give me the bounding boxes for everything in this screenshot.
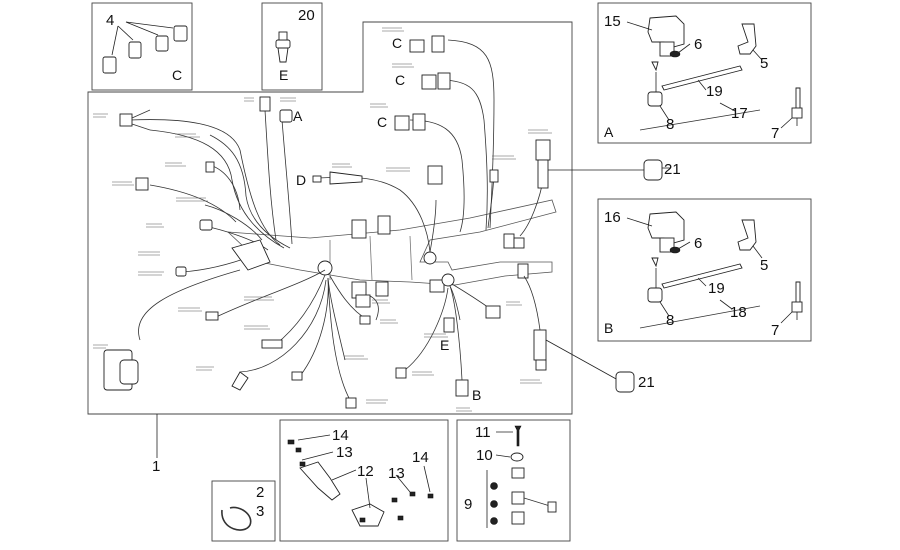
callout-14-b: 14 <box>412 449 429 466</box>
letter-d: D <box>296 172 306 188</box>
box-part-20 <box>261 2 323 91</box>
callout-7-a: 7 <box>771 125 779 142</box>
callout-13-b: 13 <box>388 465 405 482</box>
letter-a-box: A <box>604 124 614 140</box>
box-ignition-coil-a <box>597 2 812 144</box>
callout-6-b: 6 <box>694 235 702 252</box>
callout-21-a: 21 <box>664 161 681 178</box>
callout-9: 9 <box>464 496 472 513</box>
part-21-lower <box>545 339 635 393</box>
box-part-4 <box>91 2 193 91</box>
letter-e-main: E <box>440 337 449 353</box>
callout-19-b: 19 <box>708 280 725 297</box>
part-20 <box>275 31 291 63</box>
callout-17: 17 <box>731 105 748 122</box>
frame-outline <box>226 199 557 299</box>
letter-b-main: B <box>472 387 481 403</box>
letter-a-main: A <box>293 108 303 124</box>
ignition-coil-a-parts <box>639 15 803 131</box>
letter-b-box: B <box>604 320 613 336</box>
letter-c-3: C <box>377 114 387 130</box>
box-ignition-coil-b <box>597 198 812 342</box>
wire-bundle <box>129 39 545 401</box>
callout-10: 10 <box>476 447 493 464</box>
callout-18: 18 <box>730 304 747 321</box>
mount-bracket-parts <box>287 439 434 527</box>
callout-12: 12 <box>357 463 374 480</box>
callout-13-a: 13 <box>336 444 353 461</box>
box-mount-bracket <box>279 419 449 542</box>
callout-16: 16 <box>604 209 621 226</box>
letter-e-top: E <box>279 67 288 83</box>
callout-14-a: 14 <box>332 427 349 444</box>
callout-2: 2 <box>256 484 264 501</box>
harness-components <box>103 35 551 409</box>
callout-8-b: 8 <box>666 312 674 329</box>
connector-4-group <box>102 21 188 74</box>
sensor-parts <box>486 425 557 528</box>
callout-15: 15 <box>604 13 621 30</box>
tiny-caption-marks <box>93 27 552 412</box>
callout-1: 1 <box>152 458 160 475</box>
callout-4: 4 <box>106 12 114 29</box>
ignition-coil-b-parts <box>639 211 803 329</box>
clip-part <box>221 506 252 531</box>
box-sensor <box>456 419 571 542</box>
callout-8-a: 8 <box>666 116 674 133</box>
letter-c-top: C <box>172 67 182 83</box>
part-21-upper <box>548 159 663 181</box>
callout-19-a: 19 <box>706 83 723 100</box>
callout-5-b: 5 <box>760 257 768 274</box>
callout-3: 3 <box>256 503 264 520</box>
callout-20: 20 <box>298 7 315 24</box>
letter-c-1: C <box>392 35 402 51</box>
callout-5-a: 5 <box>760 55 768 72</box>
callout-7-b: 7 <box>771 322 779 339</box>
box-main-harness <box>87 21 573 415</box>
letter-c-2: C <box>395 72 405 88</box>
callout-6-a: 6 <box>694 36 702 53</box>
callout-11: 11 <box>475 424 491 441</box>
box-part-2-3 <box>211 480 276 542</box>
callout-21-b: 21 <box>638 374 655 391</box>
